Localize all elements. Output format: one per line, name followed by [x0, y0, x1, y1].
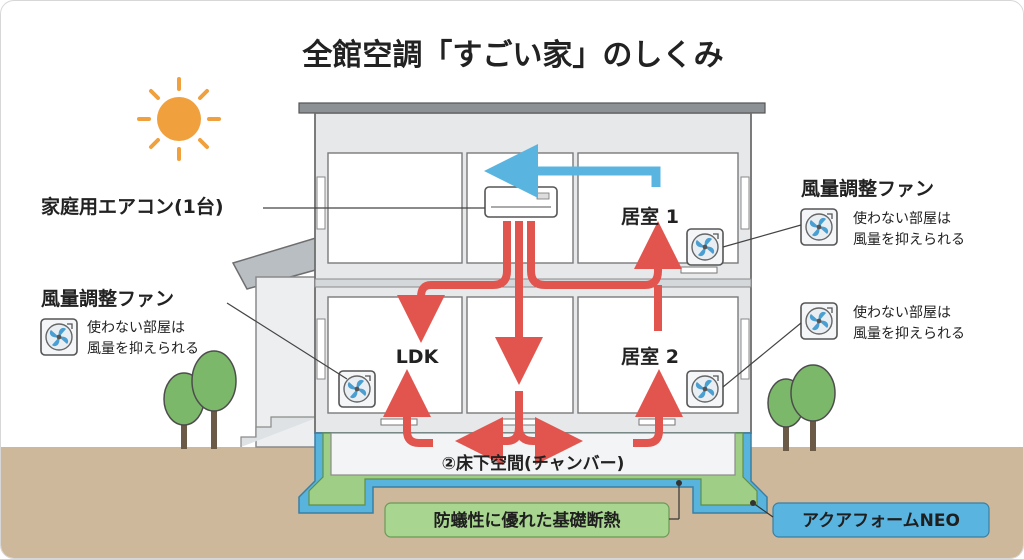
insulation-leader-line [752, 502, 774, 518]
insulation-leader-dot [750, 500, 756, 506]
fan-right-mid-line1: 使わない部屋は [853, 304, 951, 321]
house-annex [231, 235, 320, 448]
fan-icon [338, 370, 376, 408]
tree-icon [767, 364, 836, 451]
fan-left-line1: 使わない部屋は [87, 319, 185, 336]
fan-icon [686, 228, 724, 266]
fan-right-top-line1: 使わない部屋は [853, 210, 951, 227]
insulation-label-box: アクアフォームNEO [772, 502, 990, 538]
fan-right-top-leader-line [722, 224, 802, 248]
tree-icon [163, 350, 237, 449]
page-title: 全館空調「すごい家」のしくみ [301, 38, 723, 73]
fan-left-leader-line [226, 302, 348, 380]
fan-right-mid-leader-line [722, 322, 802, 388]
foundation-label-box: 防蟻性に優れた基礎断熱 [384, 502, 670, 538]
fan-left-line2: 風量を抑えられる [87, 341, 199, 357]
room-label-room1: 居室 1 [621, 205, 679, 228]
fan-icon [800, 302, 838, 340]
room-label-room2: 居室 2 [621, 345, 679, 368]
fan-right-mid-line2: 風量を抑えられる [853, 326, 965, 342]
fan-icon [40, 318, 78, 356]
aircon-label: 家庭用エアコン(1台) [41, 195, 224, 218]
return-air-flow [484, 144, 661, 198]
fan-left-title: 風量調整ファン [41, 287, 174, 310]
fan-right-top-line2: 風量を抑えられる [853, 232, 965, 248]
room-label-ldk: LDK [396, 346, 440, 368]
fan-icon [686, 370, 724, 408]
fan-icon [800, 208, 838, 246]
insulation-label: アクアフォームNEO [802, 511, 960, 531]
sun-icon [137, 77, 221, 161]
foundation-label: 防蟻性に優れた基礎断熱 [434, 510, 621, 531]
air-conditioner-icon [484, 186, 558, 218]
fan-right-top-title: 風量調整ファン [801, 177, 934, 200]
foundation-leader-dot [676, 480, 682, 486]
supply-air-flow [383, 221, 683, 465]
chamber-label: ②床下空間(チャンバー) [442, 453, 625, 474]
